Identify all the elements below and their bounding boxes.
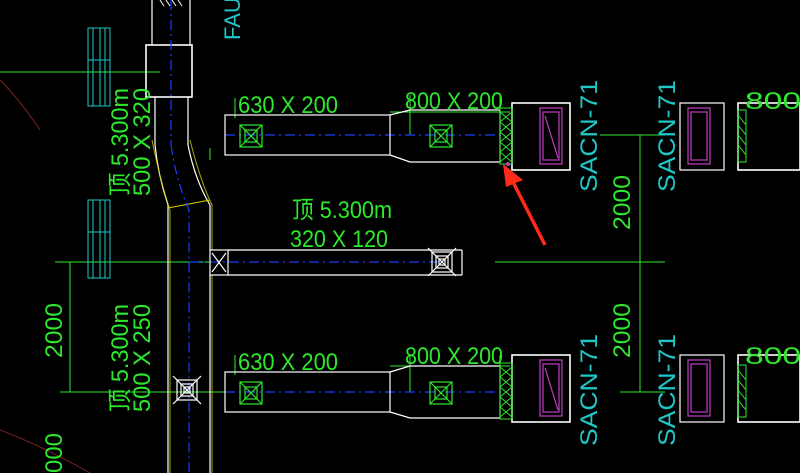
duct-size-label: 800 [745, 343, 800, 370]
transition-outline [167, 199, 211, 209]
left-size-label: 500 X 320 [129, 88, 156, 196]
duct-hatch [159, 0, 183, 7]
unit-model-label: SACN-71 [576, 334, 603, 446]
left-size-label: 500 X 250 [129, 304, 156, 412]
dimension-label: 2000 [41, 303, 68, 358]
duct-size-label: 630 X 200 [238, 349, 338, 376]
left-elevation-label: 顶 5.300m [107, 304, 134, 412]
flex-connectors [499, 107, 747, 420]
dimension-label: 000 [41, 433, 68, 473]
cyan-fittings [87, 27, 111, 279]
branch-duct [209, 249, 463, 276]
annotation-arrow [503, 164, 547, 246]
dimension-label: 2000 [609, 175, 636, 230]
transition-outline [151, 139, 213, 473]
diffusers [239, 124, 453, 405]
duct-size-label: 630 X 200 [238, 92, 338, 119]
dimension-label: 2000 [609, 303, 636, 358]
duct-size-label: 800 X 200 [405, 88, 503, 115]
unit-model-label: SACN-71 [576, 80, 603, 192]
marker-dot [506, 162, 510, 166]
fau-label: FAU [220, 0, 245, 40]
fan-coil-housings [679, 102, 725, 423]
left-elevation-label: 顶 5.300m [107, 88, 134, 196]
duct-size-label: 800 [745, 88, 800, 115]
fan-coil-units [539, 107, 711, 417]
grid-arc [0, 79, 41, 131]
white-diffusers [172, 247, 457, 405]
unit-model-label: SACN-71 [654, 80, 681, 192]
unit-model-label: SACN-71 [654, 334, 681, 446]
centerlines [170, 0, 505, 473]
grid-arc [0, 429, 91, 473]
branch-elevation-label: 顶 5.300m [292, 197, 392, 224]
duct-size-label: 800 X 200 [405, 343, 503, 370]
branch-size-label: 320 X 120 [290, 226, 388, 253]
